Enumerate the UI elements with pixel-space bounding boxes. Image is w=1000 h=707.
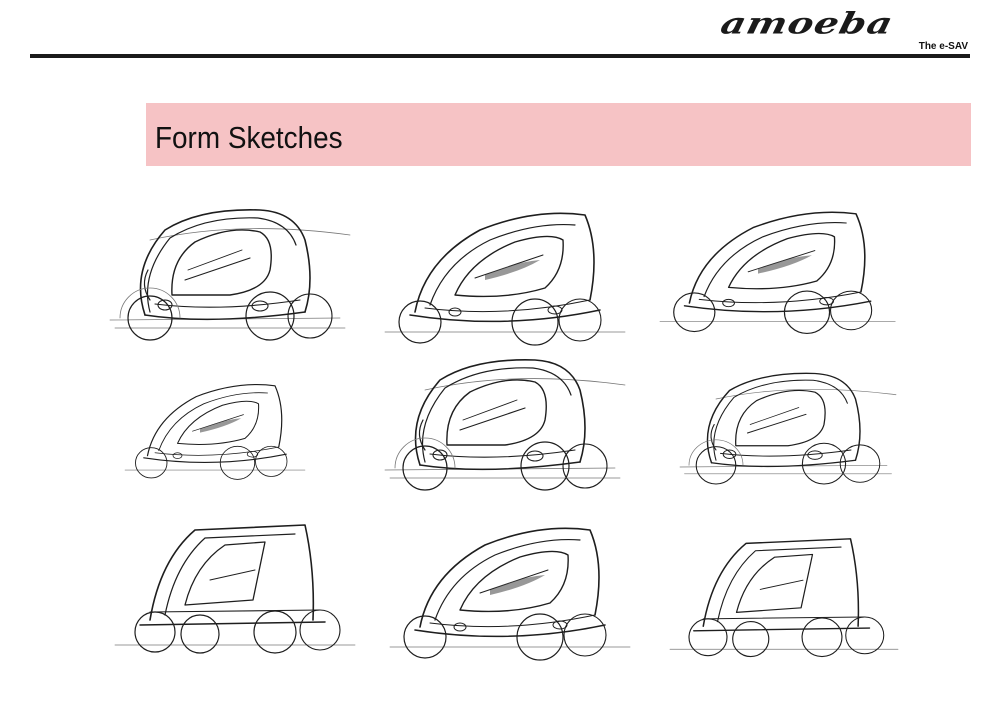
sketch-grid-svg — [109, 209, 899, 661]
sketch-2 — [384, 212, 626, 346]
logo-wordmark: amoeba — [717, 5, 898, 41]
page-title: Form Sketches — [155, 120, 343, 155]
logo-tagline: The e-SAV — [918, 41, 968, 52]
header-rule — [30, 54, 970, 58]
sketch-9 — [669, 538, 899, 658]
sketch-5 — [384, 359, 626, 491]
sketch-4 — [124, 383, 306, 480]
sketch-8 — [389, 527, 631, 661]
sketch-3 — [659, 211, 896, 335]
sketch-1 — [109, 209, 351, 341]
title-banner: Form Sketches — [146, 103, 971, 166]
amoeba-logo: amoeba The e-SAV — [718, 6, 968, 52]
sketch-grid — [100, 180, 920, 680]
sketch-6 — [679, 372, 897, 485]
sketch-7 — [114, 524, 356, 654]
